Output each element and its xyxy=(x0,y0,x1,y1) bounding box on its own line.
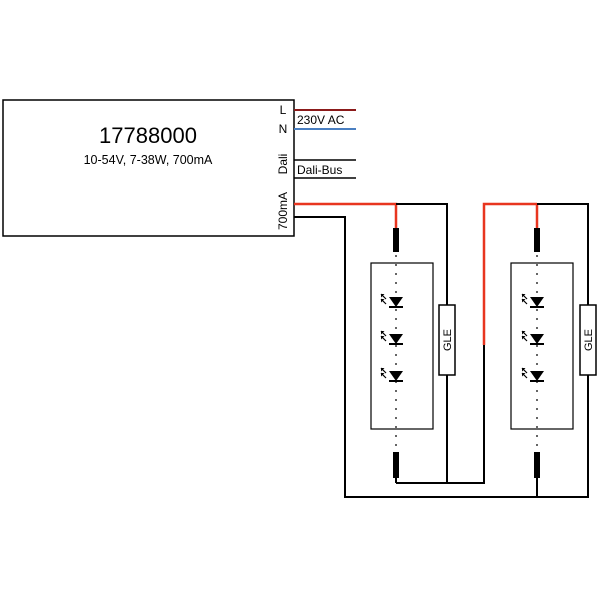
gle-protector-module-2 xyxy=(579,304,597,376)
terminal-dali-label: Dali xyxy=(276,154,290,175)
positive-wire-module-2 xyxy=(482,202,537,345)
series-link-wire xyxy=(396,345,485,484)
module-1-frame xyxy=(370,262,434,430)
driver-box xyxy=(2,99,295,237)
module-1-connector-top xyxy=(393,228,399,252)
led-module-1: GLE xyxy=(370,228,456,483)
dali-bus-label: Dali-Bus xyxy=(297,163,342,177)
module-2-connector-top xyxy=(534,228,540,252)
negative-return-wire xyxy=(294,216,537,498)
gle-protector-module-1 xyxy=(438,304,456,376)
driver-specs: 10-54V, 7-38W, 700mA xyxy=(84,153,213,167)
led-icon xyxy=(380,293,404,308)
gle-feed-module-1 xyxy=(396,203,448,305)
led-module-2: GLE xyxy=(510,228,597,497)
led-icon xyxy=(380,330,404,345)
gle-feed-module-2 xyxy=(537,203,589,305)
mains-label: 230V AC xyxy=(297,113,345,127)
module-2-frame xyxy=(510,262,574,430)
driver-article-number: 17788000 xyxy=(99,123,197,148)
led-icon xyxy=(521,367,545,382)
gle-label-module-1: GLE xyxy=(442,329,454,351)
gle-label-module-2: GLE xyxy=(583,329,595,351)
led-icon xyxy=(380,367,404,382)
terminal-l-label: L xyxy=(280,103,287,117)
terminal-output-label: 700mA xyxy=(276,192,290,230)
gle-return-module-2 xyxy=(537,375,589,498)
led-icon xyxy=(521,293,545,308)
led-icon xyxy=(521,330,545,345)
module-2-connector-bottom xyxy=(534,452,540,478)
module-1-connector-bottom xyxy=(393,452,399,478)
terminal-n-label: N xyxy=(279,122,288,136)
